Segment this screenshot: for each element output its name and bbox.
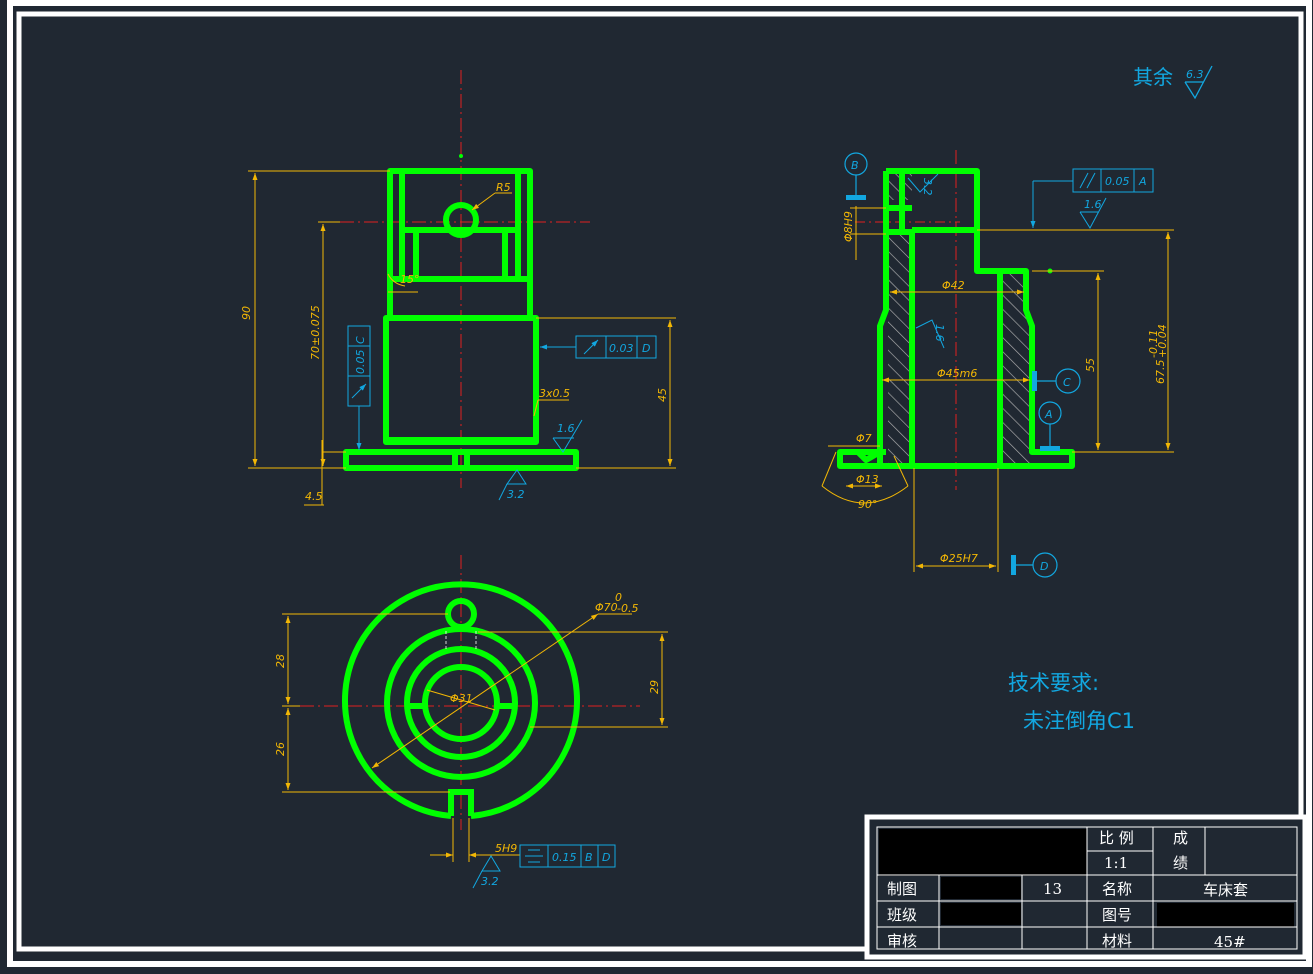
front-runout-frame: 0.03 D <box>540 335 657 359</box>
side-datum-b: B <box>851 159 859 172</box>
top-dia-70: Φ70 <box>595 601 618 614</box>
side-parallel-datum: A <box>1138 175 1147 188</box>
side-view: B Φ8H9 3.2 Φ42 1.6 Φ45m6 C A Φ7 <box>821 150 1174 578</box>
parallel-icon <box>1079 172 1089 189</box>
datum-c-bubble <box>1055 368 1081 394</box>
front-chamfer: 3x0.5 <box>539 387 570 400</box>
tb-drawn-label: 制图 <box>887 880 917 898</box>
top-sym-datum-1: B <box>585 851 593 864</box>
roughness-symbol-icon <box>1184 65 1213 100</box>
tb-class-label: 班级 <box>887 906 917 924</box>
top-dia-70-upper: 0 <box>615 591 622 604</box>
class-redacted <box>941 903 1021 925</box>
side-bore-45: Φ45m6 <box>937 367 977 380</box>
roughness-note-value: 6.3 <box>1186 68 1204 81</box>
roughness-note: 其余 6.3 <box>1133 65 1213 100</box>
top-roughness: 3.2 <box>481 875 499 888</box>
tb-grade-label-2: 绩 <box>1173 854 1188 872</box>
top-view: Φ70 0 -0.5 Φ31 28 26 29 5H9 <box>274 555 668 889</box>
drawing-no-redacted <box>1157 903 1294 927</box>
side-hole-7: Φ7 <box>856 432 872 445</box>
front-dim-90: 90 <box>240 306 253 320</box>
side-roughness-32: 3.2 <box>921 178 934 196</box>
runout-icon <box>583 339 599 355</box>
side-parallel-frame: 0.05 A <box>1030 168 1154 228</box>
side-bore-25: Φ25H7 <box>940 552 978 565</box>
side-parallel-value: 0.05 <box>1105 175 1130 188</box>
front-dim-70: 70±0.075 <box>309 305 322 360</box>
side-dim-67: 67.5 <box>1154 360 1167 385</box>
side-bore-42: Φ42 <box>942 279 965 292</box>
front-angle-15: 15° <box>400 273 420 286</box>
front-runout-datum: D <box>642 342 650 355</box>
side-roughness-inner: 1.6 <box>933 324 946 342</box>
tb-name-label: 名称 <box>1102 880 1132 898</box>
tb-scale-value: 1:1 <box>1104 854 1128 872</box>
side-hatch-left <box>888 230 912 465</box>
front-radius-r5: R5 <box>496 181 511 194</box>
tech-req-title: 技术要求: <box>1008 671 1099 695</box>
tb-name-value: 车床套 <box>1203 881 1248 899</box>
front-dim-4-5: 4.5 <box>305 490 323 503</box>
side-dim-67-lower: +0.04 <box>1156 324 1169 358</box>
tech-requirements: 技术要求: 未注倒角C1 <box>1008 671 1135 733</box>
front-roughness-bottom: 3.2 <box>507 488 525 501</box>
tb-material-value: 45# <box>1214 933 1246 951</box>
top-dim-28: 28 <box>274 654 287 668</box>
side-datum-d: D <box>1040 560 1048 573</box>
side-hole-13: Φ13 <box>856 473 879 486</box>
front-perp-datum: C <box>354 336 367 344</box>
side-dim-67-upper: -0.11 <box>1147 330 1160 358</box>
outer-border <box>7 0 1312 967</box>
tb-grade-label-1: 成 <box>1173 829 1188 847</box>
top-symmetry-frame: 0.15 B D <box>519 844 616 868</box>
front-dim-45: 45 <box>656 388 669 402</box>
top-sym-value: 0.15 <box>552 851 577 864</box>
roughness-note-label: 其余 <box>1133 65 1173 89</box>
top-dia-70-lower: -0.5 <box>617 602 638 615</box>
side-angle-90: 90° <box>858 498 878 511</box>
tb-review-label: 审核 <box>887 932 917 950</box>
inner-border <box>16 11 1304 952</box>
drawn-name-redacted <box>941 877 1021 899</box>
top-dim-26: 26 <box>274 742 287 756</box>
front-runout-value: 0.03 <box>609 342 634 355</box>
tb-material-label: 材料 <box>1102 932 1132 950</box>
symmetry-icon <box>525 849 543 863</box>
datum-d-bubble <box>1032 552 1058 578</box>
tb-scale-label: 比 例 <box>1099 829 1134 847</box>
side-hatch-right <box>1000 272 1030 465</box>
front-view: 90 70±0.075 45 4.5 R5 15° 3x0.5 1.6 <box>240 70 676 506</box>
title-block-redacted-logo <box>879 829 1087 876</box>
tb-drawing-no-label: 图号 <box>1102 906 1132 924</box>
top-slot: 5H9 <box>495 842 517 855</box>
tb-drawn-value: 13 <box>1043 880 1062 898</box>
front-perpendicular-frame: C 0.05 <box>347 325 371 450</box>
side-datum-c: C <box>1063 376 1071 389</box>
side-roughness-top: 1.6 <box>1084 198 1102 211</box>
title-block: 比 例 1:1 成 绩 制图 13 名称 车床套 班级 图号 审核 材料 45# <box>864 814 1308 960</box>
side-datum-a: A <box>1044 408 1053 421</box>
front-perp-value: 0.05 <box>354 350 367 375</box>
side-bore-8: Φ8H9 <box>842 211 855 242</box>
side-dim-55: 55 <box>1084 358 1097 372</box>
tech-req-item: 未注倒角C1 <box>1023 709 1135 733</box>
front-pin-hole <box>443 202 479 238</box>
front-roughness-side: 1.6 <box>557 422 575 435</box>
perp-runout-icon <box>351 383 367 399</box>
top-dia-31: Φ31 <box>450 692 473 705</box>
top-dim-29: 29 <box>648 680 661 694</box>
top-sym-datum-2: D <box>602 851 610 864</box>
